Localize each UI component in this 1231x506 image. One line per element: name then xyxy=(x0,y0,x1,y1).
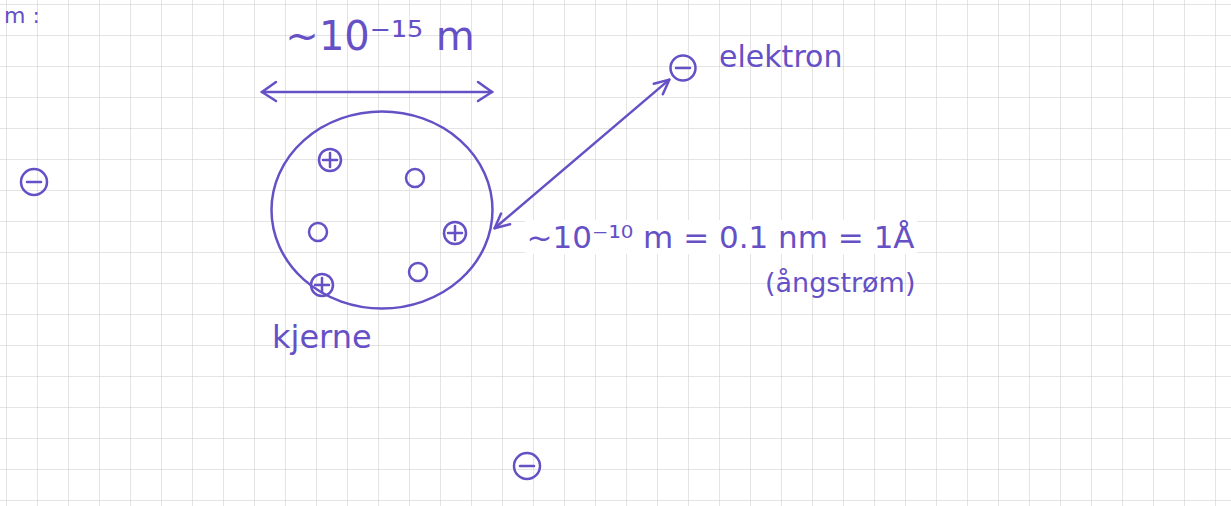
arrow-head xyxy=(495,214,510,229)
outline-shape xyxy=(272,112,493,309)
proton-symbol xyxy=(319,149,341,171)
minus-sign xyxy=(676,67,690,70)
neutron-symbol xyxy=(406,169,424,187)
node-outline xyxy=(270,110,494,310)
node-label: kjerne xyxy=(272,320,372,355)
distance-arrow xyxy=(495,80,670,229)
distance-label: ~10⁻¹⁰ m = 0.1 nm = 1Å xyxy=(525,220,917,254)
cut-off-heading: m : xyxy=(4,4,40,28)
electron-symbol xyxy=(514,453,540,479)
electron-circle: elektron xyxy=(669,54,697,82)
dimension-label: ~10⁻¹⁵ m xyxy=(285,14,474,58)
arrow-shaft xyxy=(495,80,670,229)
node-label: elektron xyxy=(719,40,842,73)
electron-symbol xyxy=(21,169,47,195)
unit-note: (ångstrøm) xyxy=(765,268,915,298)
nucleus-circle: kjerne xyxy=(270,110,494,310)
outline-shape xyxy=(671,56,696,81)
arrow-head xyxy=(654,80,669,95)
neutron-symbol xyxy=(309,223,327,241)
proton-symbol xyxy=(444,222,466,244)
node-outline xyxy=(669,54,697,82)
neutron-symbol xyxy=(409,263,427,281)
